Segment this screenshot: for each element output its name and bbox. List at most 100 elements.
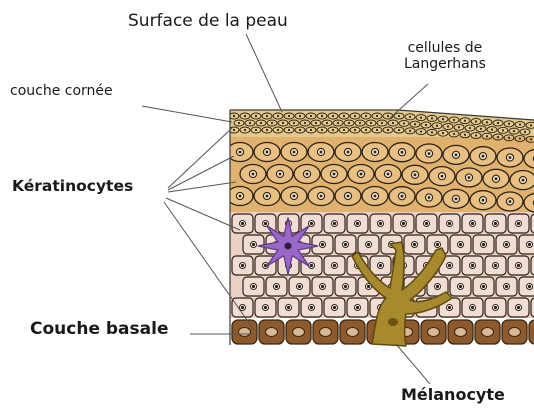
corneocyte-nucleus: [491, 128, 493, 130]
corneocyte-nucleus: [277, 129, 279, 131]
keratinocyte-nucleolus: [306, 173, 309, 176]
spinous-nucleolus: [448, 306, 451, 309]
kera-leader-4: [166, 198, 240, 230]
keratinocyte-nucleolus: [252, 173, 255, 176]
spinous-nucleolus: [528, 285, 531, 288]
spinous-nucleolus: [241, 222, 244, 225]
corneocyte-nucleus: [310, 115, 312, 117]
basal-nucleus: [320, 328, 332, 337]
spinous-nucleolus: [367, 243, 370, 246]
spinous-nucleolus: [333, 264, 336, 267]
keratinocyte-nucleolus: [374, 151, 377, 154]
corneocyte-nucleus: [343, 129, 345, 131]
corneocyte-nucleus: [244, 129, 246, 131]
keratinocyte-nucleolus: [347, 195, 350, 198]
corneocyte-nucleus: [398, 129, 400, 131]
corneocyte-nucleus: [475, 120, 477, 122]
spinous-nucleolus: [505, 285, 508, 288]
tissue-layers: [227, 105, 534, 378]
spinous-nucleolus: [517, 264, 520, 267]
spinous-nucleolus: [321, 243, 324, 246]
spinous-nucleolus: [436, 243, 439, 246]
keratinocyte-nucleolus: [360, 173, 363, 176]
corneocyte-nucleus: [321, 115, 323, 117]
corneocyte-nucleus: [277, 115, 279, 117]
corneocyte-nucleus: [271, 122, 273, 124]
spinous-nucleolus: [310, 264, 313, 267]
langerhans-label-line2: Langerhans: [404, 56, 486, 72]
spinous-nucleolus: [517, 306, 520, 309]
spinous-nucleolus: [448, 264, 451, 267]
spinous-nucleolus: [241, 306, 244, 309]
kera-leader-3: [168, 182, 236, 192]
corneocyte-nucleus: [293, 122, 295, 124]
corneocyte-nucleus: [343, 115, 345, 117]
corneocyte-nucleus: [387, 115, 389, 117]
spinous-nucleolus: [321, 285, 324, 288]
corneocyte-nucleus: [326, 122, 328, 124]
corneocyte-nucleus: [497, 136, 499, 138]
spinous-nucleolus: [356, 306, 359, 309]
basal-nucleus: [239, 328, 251, 337]
corneocyte-nucleus: [321, 129, 323, 131]
keratinocyte-nucleolus: [293, 195, 296, 198]
cornee-leader: [142, 106, 232, 122]
keratinocyte-nucleolus: [239, 195, 242, 198]
corneocyte-nucleus: [354, 129, 356, 131]
spinous-nucleolus: [379, 264, 382, 267]
kera-leader-1: [168, 128, 232, 188]
corneocyte-nucleus: [255, 115, 257, 117]
keratinocyte-nucleolus: [428, 196, 431, 199]
corneocyte-nucleus: [442, 118, 444, 120]
corneocyte-nucleus: [469, 127, 471, 129]
spinous-nucleolus: [356, 222, 359, 225]
keratinocyte-nucleolus: [428, 152, 431, 155]
corneocyte-nucleus: [409, 116, 411, 118]
keratinocyte-nucleolus: [522, 179, 525, 182]
corneocyte-nucleus: [381, 122, 383, 124]
corneocyte-nucleus: [299, 115, 301, 117]
corneocyte-nucleus: [420, 117, 422, 119]
corneocyte-nucleus: [266, 115, 268, 117]
corneocyte-nucleus: [288, 129, 290, 131]
keratinocyte-nucleolus: [482, 155, 485, 158]
corneocyte-nucleus: [447, 125, 449, 127]
keratinocyte-nucleolus: [387, 173, 390, 176]
melanocyte-nucleus: [388, 318, 398, 326]
keratinocyte-nucleolus: [455, 153, 458, 156]
spinous-nucleolus: [413, 243, 416, 246]
corneocyte-nucleus: [233, 115, 235, 117]
corneocyte-nucleus: [502, 129, 504, 131]
spinous-nucleolus: [482, 285, 485, 288]
keratinocytes-label: Kératinocytes: [12, 178, 133, 196]
keratinocyte-nucleolus: [279, 173, 282, 176]
corneocyte-nucleus: [376, 129, 378, 131]
spinous-nucleolus: [471, 264, 474, 267]
spinous-nucleolus: [494, 306, 497, 309]
corneocyte-nucleus: [508, 137, 510, 139]
keratinocyte-nucleolus: [374, 195, 377, 198]
corneocyte-nucleus: [530, 138, 532, 140]
corneocyte-nucleus: [519, 137, 521, 139]
keratinocyte-nucleolus: [509, 156, 512, 159]
keratinocyte-nucleolus: [401, 195, 404, 198]
keratinocyte-nucleolus: [441, 175, 444, 178]
spinous-nucleolus: [252, 243, 255, 246]
spinous-nucleolus: [448, 222, 451, 225]
keratinocyte-nucleolus: [482, 199, 485, 202]
spinous-nucleolus: [298, 285, 301, 288]
corneocyte-nucleus: [365, 129, 367, 131]
corneocyte-nucleus: [238, 122, 240, 124]
corneocyte-nucleus: [370, 122, 372, 124]
keratinocyte-nucleolus: [495, 177, 498, 180]
corneocyte-nucleus: [464, 134, 466, 136]
spinous-nucleolus: [436, 285, 439, 288]
keratinocyte-nucleolus: [455, 197, 458, 200]
corneocyte-nucleus: [337, 122, 339, 124]
surface-leader: [246, 34, 282, 112]
keratinocyte-nucleolus: [468, 176, 471, 179]
keratinocyte-nucleolus: [239, 151, 242, 154]
corneocyte-nucleus: [359, 122, 361, 124]
spinous-nucleolus: [425, 222, 428, 225]
corneocyte-nucleus: [266, 129, 268, 131]
